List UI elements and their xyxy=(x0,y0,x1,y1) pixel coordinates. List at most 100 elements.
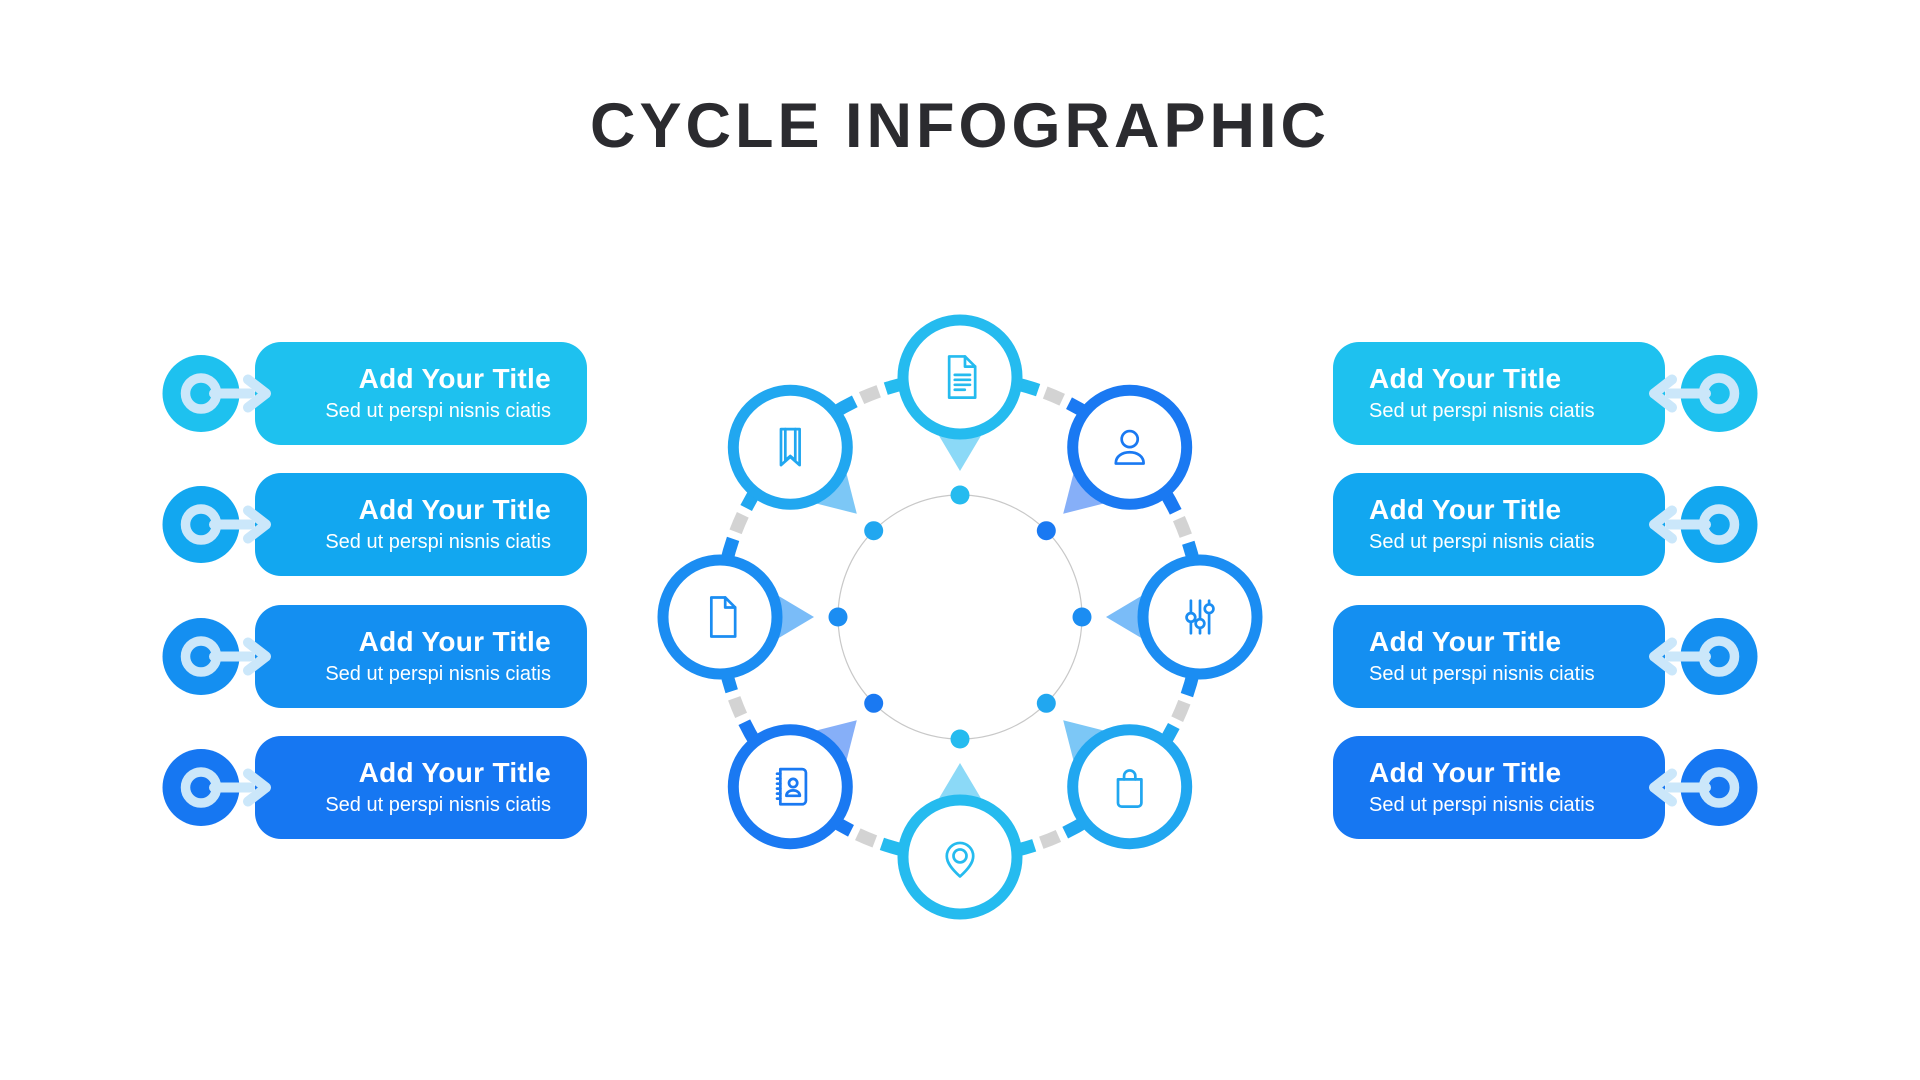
connector-gray-dash xyxy=(1171,699,1191,722)
connector-stub xyxy=(1012,376,1041,397)
icon-stroke xyxy=(1203,603,1215,615)
document-icon xyxy=(947,355,977,399)
icon-stroke xyxy=(947,355,977,399)
inner-dot xyxy=(1036,521,1056,541)
file-icon xyxy=(709,596,737,638)
icon-stroke xyxy=(945,841,975,878)
icon-stroke xyxy=(1122,769,1137,781)
node-pointer-triangle xyxy=(809,720,857,768)
connector-stub xyxy=(1180,669,1201,698)
card-subtitle: Sed ut perspi nisnis ciatis xyxy=(1369,400,1595,422)
node-pointer-triangle xyxy=(935,429,985,471)
card-bullet-ring xyxy=(180,767,222,808)
inner-dot xyxy=(950,485,970,505)
connector-stub xyxy=(1066,397,1095,422)
inner-dot xyxy=(864,693,884,713)
card-bullet-circle xyxy=(162,618,240,695)
connector-stub xyxy=(829,395,858,420)
cycle-node-document[interactable] xyxy=(897,314,1023,440)
connector-stub xyxy=(740,482,765,511)
card-bullet-circle xyxy=(1680,355,1758,432)
card-bullet-circle xyxy=(1680,486,1758,563)
icon-stroke xyxy=(1194,617,1206,630)
card-subtitle: Sed ut perspi nisnis ciatis xyxy=(325,531,551,553)
node-pointer-triangle xyxy=(772,592,814,642)
card-bullet-circle xyxy=(162,486,240,563)
node-pointer-triangle xyxy=(1063,720,1111,768)
node-pointer-triangle xyxy=(935,763,985,805)
address-book-icon xyxy=(775,767,808,806)
cycle-node-file[interactable] xyxy=(657,554,783,680)
connector-gray-dash xyxy=(855,828,878,848)
icon-stroke xyxy=(1114,450,1145,465)
icon-stroke xyxy=(1185,611,1197,624)
icon-stroke xyxy=(963,355,977,368)
location-pin-icon xyxy=(945,841,975,878)
connector-stub xyxy=(883,375,912,395)
cycle-node-user[interactable] xyxy=(1067,384,1193,510)
connector-gray-dash xyxy=(1172,515,1192,538)
inner-dot xyxy=(1036,693,1056,713)
connector-stub xyxy=(825,812,854,837)
connector-stub xyxy=(1155,723,1180,752)
card-bullet-circle xyxy=(162,749,240,826)
inner-dot xyxy=(1072,607,1092,627)
info-card[interactable]: Add Your Title Sed ut perspi nisnis ciat… xyxy=(1333,605,1665,708)
icon-stroke xyxy=(709,596,737,638)
card-bullet-ring xyxy=(180,373,222,414)
card-subtitle: Sed ut perspi nisnis ciatis xyxy=(1369,663,1595,685)
connector-stub xyxy=(1008,839,1037,859)
card-title: Add Your Title xyxy=(358,757,551,788)
icon-stroke xyxy=(779,427,801,467)
connector-stub xyxy=(879,837,908,858)
info-card[interactable]: Add Your Title Sed ut perspi nisnis ciat… xyxy=(255,736,587,839)
card-subtitle: Sed ut perspi nisnis ciatis xyxy=(325,794,551,816)
card-title: Add Your Title xyxy=(1369,757,1562,788)
connector-gray-dash xyxy=(729,512,749,535)
inner-dot xyxy=(828,607,848,627)
connector-stub xyxy=(718,665,738,694)
info-card[interactable]: Add Your Title Sed ut perspi nisnis ciat… xyxy=(1333,736,1665,839)
card-title: Add Your Title xyxy=(1369,363,1562,394)
user-icon xyxy=(1114,429,1145,465)
icon-stroke xyxy=(787,777,799,789)
node-pointer-triangle xyxy=(1063,466,1111,514)
cycle-node-location-pin[interactable] xyxy=(897,794,1023,920)
connector-stub xyxy=(738,719,763,748)
card-subtitle: Sed ut perspi nisnis ciatis xyxy=(325,400,551,422)
info-card[interactable]: Add Your Title Sed ut perspi nisnis ciat… xyxy=(1333,342,1665,445)
cycle-node-address-book[interactable] xyxy=(727,724,853,850)
card-subtitle: Sed ut perspi nisnis ciatis xyxy=(1369,531,1595,553)
node-pointer-triangle xyxy=(809,466,857,514)
card-subtitle: Sed ut perspi nisnis ciatis xyxy=(325,663,551,685)
card-bullet-ring xyxy=(180,504,222,545)
node-pointer-triangle xyxy=(1106,592,1148,642)
cycle-node-shopping-bag[interactable] xyxy=(1067,724,1193,850)
card-bullet-ring xyxy=(1698,373,1740,414)
card-title: Add Your Title xyxy=(358,626,551,657)
inner-circle xyxy=(837,494,1083,740)
bookmark-icon xyxy=(779,427,801,467)
card-title: Add Your Title xyxy=(1369,626,1562,657)
card-subtitle: Sed ut perspi nisnis ciatis xyxy=(1369,794,1595,816)
card-bullet-circle xyxy=(1680,618,1758,695)
icon-stroke xyxy=(952,848,968,864)
cycle-node-sliders[interactable] xyxy=(1137,554,1263,680)
inner-dot xyxy=(864,521,884,541)
info-card[interactable]: Add Your Title Sed ut perspi nisnis ciat… xyxy=(255,342,587,445)
icon-stroke xyxy=(785,789,802,798)
connector-gray-dash xyxy=(1039,829,1062,849)
icon-stroke xyxy=(778,767,808,806)
cycle-node-bookmark[interactable] xyxy=(727,384,853,510)
icon-stroke xyxy=(723,596,737,609)
info-card[interactable]: Add Your Title Sed ut perspi nisnis ciat… xyxy=(255,605,587,708)
info-card[interactable]: Add Your Title Sed ut perspi nisnis ciat… xyxy=(255,473,587,576)
card-bullet-ring xyxy=(1698,504,1740,545)
sliders-icon xyxy=(1185,599,1215,635)
connector-gray-dash xyxy=(728,696,748,719)
inner-dot xyxy=(950,729,970,749)
card-bullet-ring xyxy=(1698,767,1740,808)
info-card[interactable]: Add Your Title Sed ut perspi nisnis ciat… xyxy=(1333,473,1665,576)
connector-stub xyxy=(1157,486,1182,515)
